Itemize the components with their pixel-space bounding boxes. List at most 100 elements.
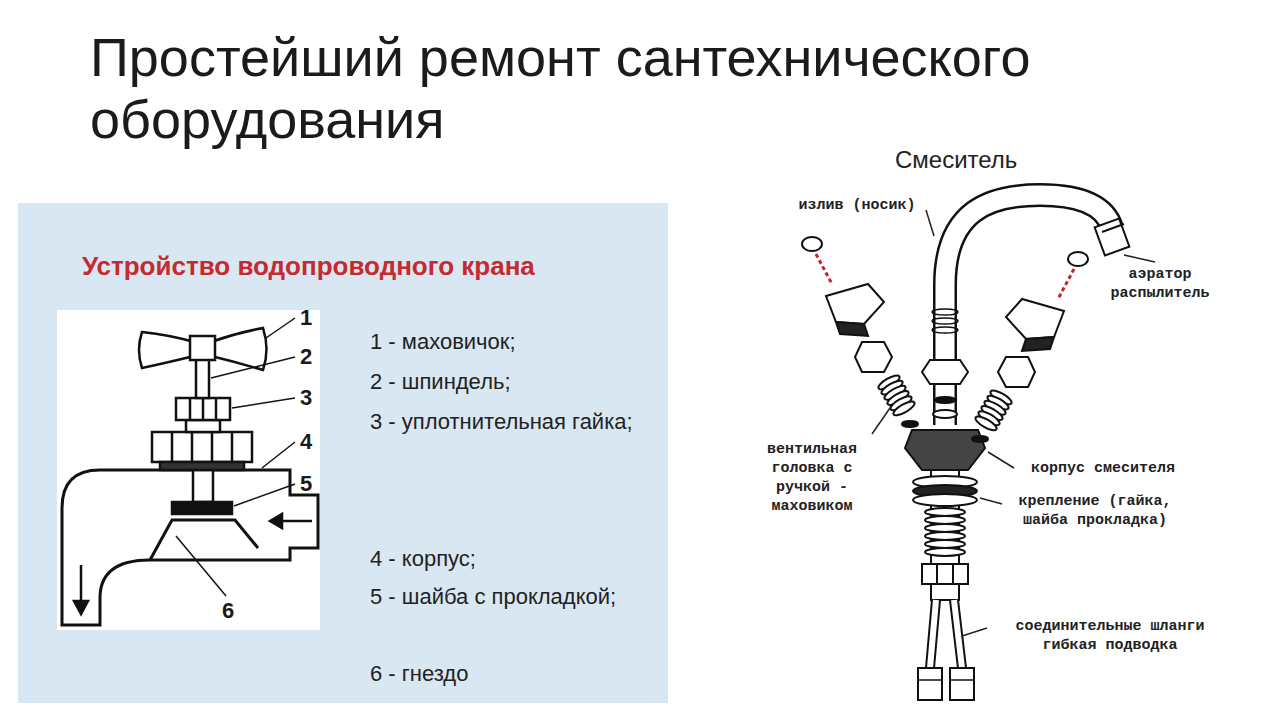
leader-line [872, 210, 1155, 636]
valve-head-left [883, 383, 908, 402]
mounting-stud [913, 476, 977, 488]
valve-head-left [886, 389, 911, 408]
callout-number: 2 [300, 344, 312, 370]
tap-head [191, 432, 194, 462]
tap-illustration [57, 310, 320, 630]
callout-number: 6 [222, 598, 234, 624]
tap-head [196, 352, 209, 398]
leader-line [234, 484, 295, 506]
valve-head-right [974, 388, 1014, 433]
spout [945, 195, 1112, 425]
callout-number: 1 [300, 305, 312, 331]
tap-head [193, 470, 213, 502]
mounting-stud [922, 564, 968, 584]
part-label: крепление (гайка, шайба прокладка) [1005, 492, 1185, 530]
valve-head-right [1058, 269, 1074, 299]
flexible-hoses [954, 600, 962, 668]
part-label: соединительные шланги гибкая подводка [990, 617, 1230, 655]
valve-head-left [877, 373, 902, 392]
mounting-stud [925, 548, 965, 556]
spout [932, 309, 958, 315]
tap-head [152, 432, 252, 462]
tap-head [231, 432, 234, 462]
tap-head [160, 462, 244, 470]
spout [932, 318, 958, 324]
tap-head [190, 336, 215, 360]
flexible-hoses [950, 679, 974, 681]
valve-head-right [1022, 337, 1054, 351]
tap-head [172, 502, 232, 514]
valve-head-right [972, 252, 1088, 442]
tap-head [139, 328, 267, 514]
callout-number: 4 [300, 429, 312, 455]
valve-head-left [836, 322, 868, 336]
spout-nut [922, 360, 968, 418]
mounting-stud [925, 524, 965, 532]
valve-head-right [977, 409, 1002, 428]
valve-head-left [889, 394, 914, 413]
mounting-stud [925, 532, 965, 540]
valve-head-left [802, 237, 918, 427]
tap-head [186, 420, 220, 432]
valve-head-right [998, 357, 1035, 387]
flexible-hoses [954, 600, 962, 668]
valve-head-right [983, 398, 1008, 417]
leader-line [980, 498, 1002, 504]
spout-nut [922, 360, 968, 384]
tap-body [62, 470, 318, 625]
aerator [1095, 218, 1130, 255]
mounting-stud [925, 508, 965, 516]
valve-head-left [902, 421, 918, 427]
tap-head [202, 398, 205, 420]
valve-head-left [877, 373, 917, 418]
leader-line [988, 452, 1014, 468]
tap-head [139, 332, 194, 368]
flow-arrow [74, 514, 312, 614]
mounting-stud [913, 470, 977, 600]
flexible-hoses [918, 668, 942, 700]
info-panel: Устройство водопроводного крана1 - махов… [18, 203, 668, 703]
flexible-hoses [930, 600, 936, 668]
tap-head [215, 398, 218, 420]
tap-head [211, 328, 267, 370]
valve-head-left [816, 254, 832, 284]
leader-line [1124, 255, 1155, 262]
leader-line [926, 210, 934, 236]
part-label: корпус смесителя [1018, 459, 1188, 478]
valve-head-right [989, 388, 1014, 407]
spout-nut [933, 410, 957, 418]
valve-head-right [986, 393, 1011, 412]
part-list-item: 6 - гнездо [370, 655, 646, 693]
part-list-item: 4 - корпус; [370, 540, 646, 578]
leader-line [176, 536, 226, 596]
part-label: аэратор распылитель [1095, 265, 1225, 303]
spout [932, 195, 1112, 425]
spout [932, 327, 958, 333]
callout-number: 5 [300, 471, 312, 497]
leader-line [266, 318, 295, 338]
valve-head-right [1068, 252, 1088, 266]
part-label: излив (носик) [790, 196, 924, 215]
tap-head [176, 398, 230, 420]
aerator [1095, 218, 1130, 255]
image-ground [57, 310, 320, 630]
tap-head [211, 432, 214, 462]
tap-body [150, 520, 258, 560]
valve-head-left [880, 378, 905, 397]
spout-nut [935, 397, 955, 403]
valve-head-right [980, 404, 1005, 423]
leader-line [232, 398, 295, 408]
part-list-item: 1 - маховичок; [370, 323, 646, 361]
part-list-item: 2 - шпиндель; [370, 363, 646, 401]
mixer-caption: Смеситель [895, 146, 1017, 174]
leader-line [211, 357, 295, 378]
valve-head-left [855, 342, 892, 372]
flexible-hoses [918, 600, 974, 700]
flow-arrow [80, 565, 83, 602]
mounting-stud [913, 494, 977, 506]
valve-head-right [972, 436, 988, 442]
page-title: Простейший ремонт сантехнического оборуд… [90, 26, 1050, 150]
leader-line [262, 442, 295, 468]
mounting-stud [952, 564, 954, 584]
